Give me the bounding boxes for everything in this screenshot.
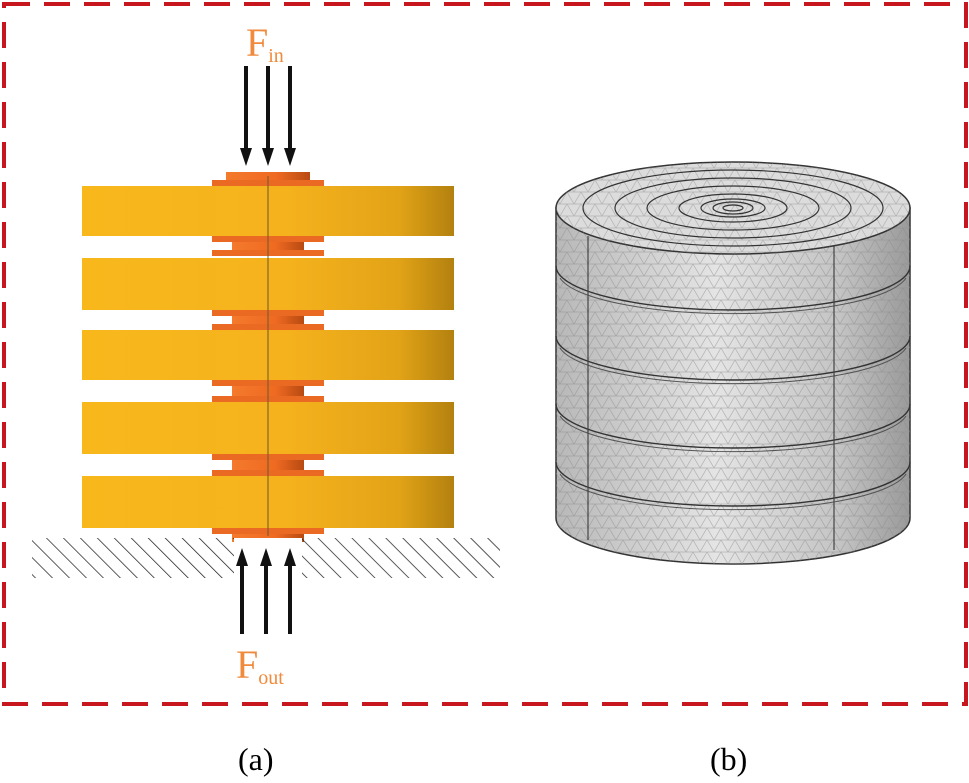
output-arrow-heads: [236, 548, 296, 566]
mesh-top-face-overlay: [556, 162, 910, 254]
mesh-grooves: [555, 265, 911, 511]
mesh-cylinder-overlay: [556, 208, 910, 564]
panel-b-mesh-model: [555, 161, 911, 565]
output-force-arrows: [240, 564, 292, 634]
label-force-in-main: F: [246, 20, 268, 65]
label-force-out: Fout: [236, 642, 284, 689]
label-force-in: Fin: [246, 20, 284, 67]
label-force-out-main: F: [236, 642, 258, 687]
mesh-seams: [587, 236, 835, 550]
label-force-out-sub: out: [258, 667, 284, 689]
input-arrow-heads: [240, 148, 296, 166]
input-force-arrows: [244, 66, 292, 150]
caption-b: (b): [710, 741, 747, 777]
mesh-top-rings: [582, 169, 884, 247]
dashed-frame: [2, 2, 968, 706]
caption-a: (a): [238, 741, 274, 777]
panel-a-stack: Fin Fout: [32, 20, 500, 689]
label-force-in-sub: in: [268, 45, 284, 67]
